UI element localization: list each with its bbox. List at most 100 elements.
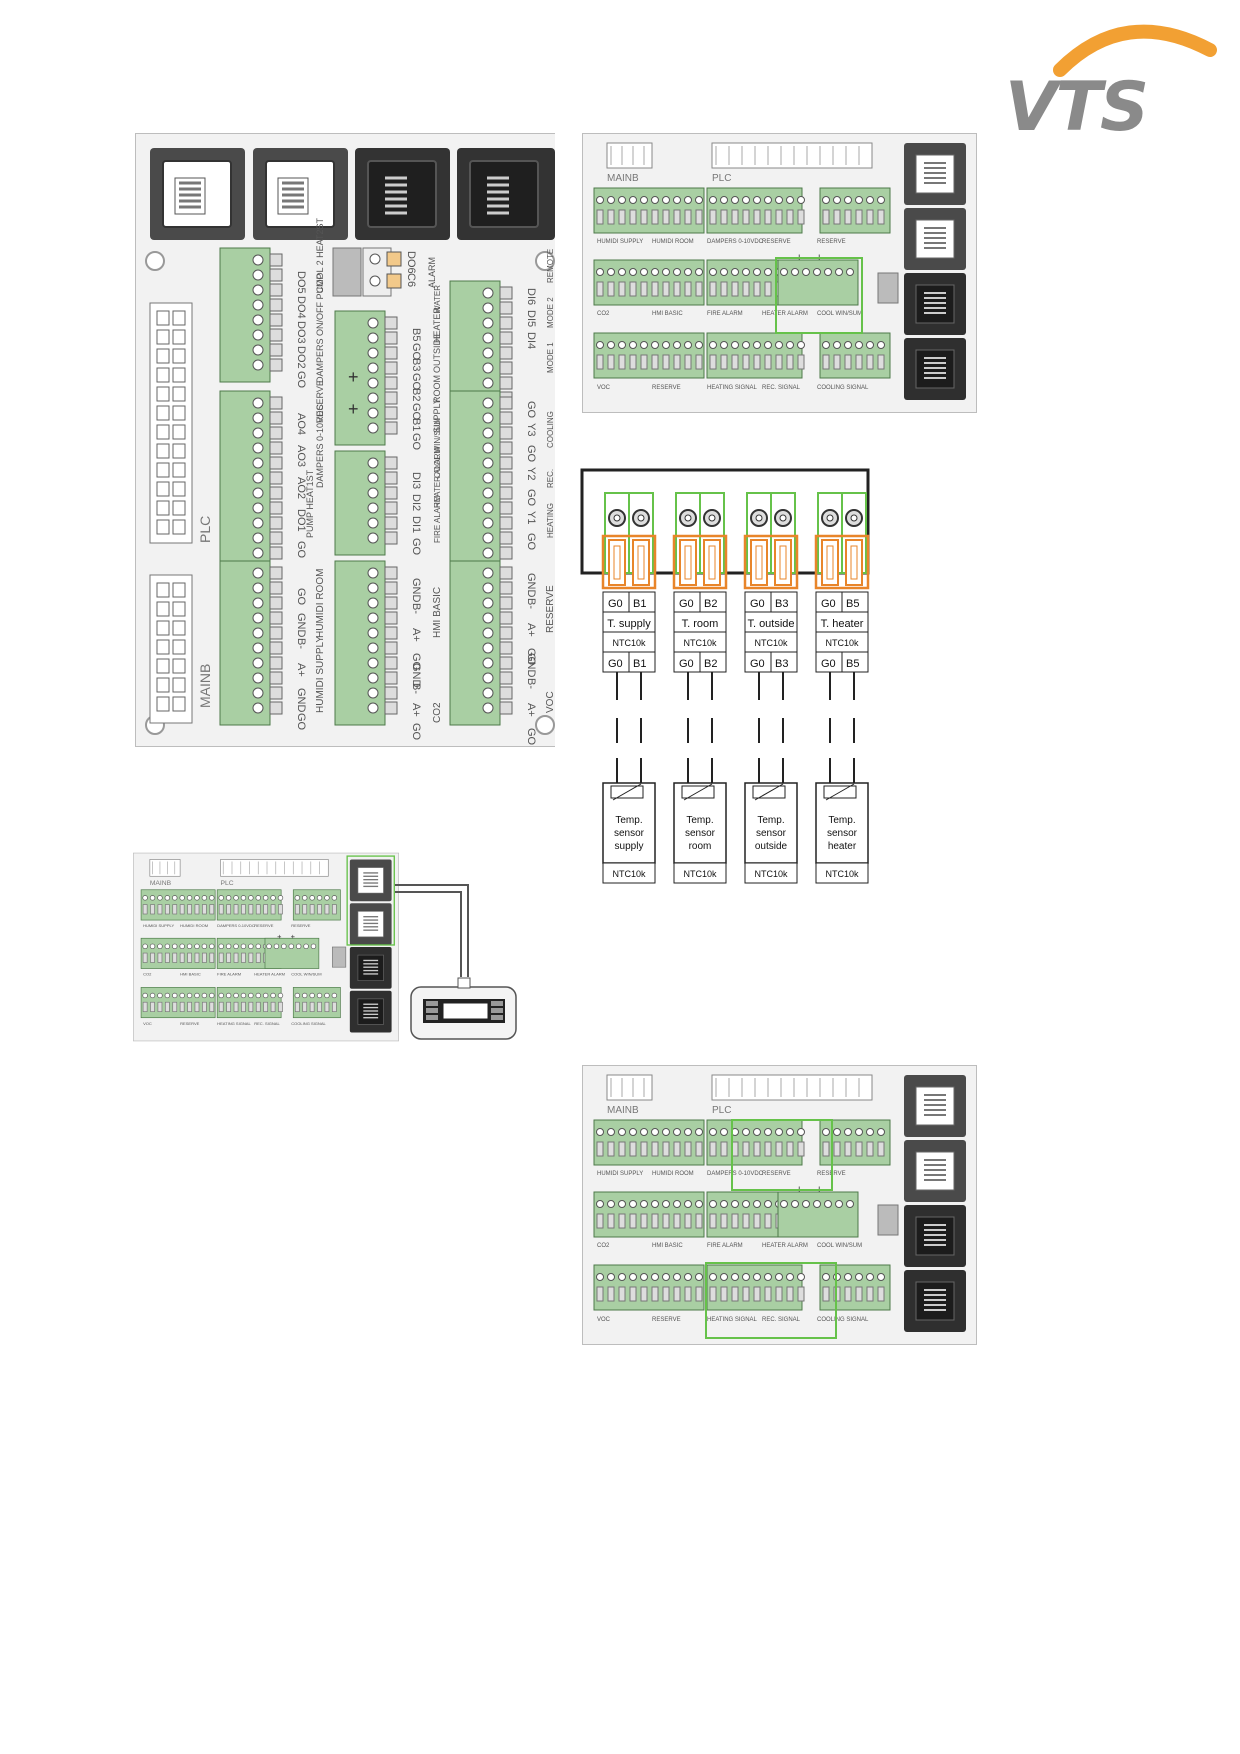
pin-label: B- (410, 683, 422, 694)
mini-screw (844, 341, 852, 349)
mini-slot (786, 1286, 794, 1302)
connector-pin (172, 696, 186, 712)
orange-slot (632, 539, 650, 586)
orange-slot (821, 539, 839, 586)
mini-slot (764, 1286, 772, 1302)
terminal-screw (252, 299, 264, 311)
orange-slot (750, 539, 768, 586)
mini-screw (731, 341, 739, 349)
terminal-block-do (219, 247, 283, 383)
pin-label: A+ (525, 703, 537, 717)
hmi-screen (442, 1002, 489, 1020)
hmi-button (426, 1015, 438, 1020)
mini-screw (218, 895, 224, 901)
terminal-slot (384, 701, 398, 715)
terminal-slot (384, 516, 398, 530)
mini-screw (629, 1273, 637, 1281)
terminal-screw (252, 269, 264, 281)
terminal-screw (482, 517, 494, 529)
pin-label: DO2 (295, 346, 307, 369)
mini-slot (673, 1141, 681, 1157)
pin-label: Y3 (525, 423, 537, 436)
pin-label: Y1 (525, 511, 537, 524)
label-text: PLC (712, 1105, 731, 1116)
pin-label: GO (410, 653, 422, 671)
terminal-slot (384, 456, 398, 470)
label-text: COOLING SIGNAL (291, 1021, 326, 1026)
terminal-screw (367, 532, 379, 544)
orange-slot (703, 539, 721, 586)
mini-slot (607, 1286, 615, 1302)
pin-label: GO (525, 445, 537, 463)
alarm-relay-terminal (332, 247, 402, 297)
mini-slot (294, 904, 300, 915)
mini-slot (651, 354, 659, 370)
connector-pin (156, 500, 170, 516)
screw-icon (613, 514, 621, 522)
label-text: B2 (704, 598, 717, 610)
mini-slot (866, 1141, 874, 1157)
label-text: HEATER ALARM (762, 311, 808, 317)
mini-screw (775, 1273, 783, 1281)
mini-screw (662, 268, 670, 276)
screw-icon (708, 514, 716, 522)
mini-screw (240, 895, 247, 901)
mini-screw (186, 992, 193, 999)
mini-slot (607, 354, 615, 370)
pin-label: GO (525, 401, 537, 419)
mini-screw (194, 992, 200, 999)
mini-slot (731, 209, 739, 225)
label-text: B5 (846, 658, 859, 670)
mini-screw (673, 1200, 681, 1208)
pin-label: GND (410, 663, 422, 688)
mini-slot (720, 354, 728, 370)
mini-slot (278, 904, 283, 915)
mini-screw (673, 1273, 681, 1281)
orange-slot-frame (743, 534, 799, 590)
terminal-block-ao (219, 390, 283, 571)
mini-slot (331, 904, 337, 915)
mini-screw (240, 992, 247, 999)
orange-slot-frame (601, 534, 657, 590)
mini-slot (731, 1286, 739, 1302)
terminal-slot (499, 596, 513, 610)
terminal-slot (269, 396, 283, 410)
mini-screw (695, 268, 703, 276)
mini-slot (822, 1141, 830, 1157)
mini-screw (149, 992, 156, 999)
connector-pin (156, 386, 170, 402)
mini-screw (618, 1273, 626, 1281)
label-text: G0 (821, 658, 836, 670)
mini-screw (201, 943, 208, 950)
terminal-slot (384, 501, 398, 515)
terminal-screw (367, 627, 379, 639)
terminal-screw (367, 332, 379, 344)
mini-slot (618, 281, 626, 297)
hmi-connector (457, 977, 471, 989)
mini-screw (855, 196, 863, 204)
mini-screw (786, 1273, 794, 1281)
terminal-slot (269, 426, 283, 440)
mini-screw (846, 1200, 854, 1208)
title-remote: REMOTE (546, 249, 555, 283)
label-text: MAINB (607, 173, 639, 184)
mini-screw (629, 1200, 637, 1208)
mini-slot (324, 904, 330, 915)
mini-screw (695, 1200, 703, 1208)
mini-slot (629, 209, 637, 225)
mini-slot (742, 1286, 750, 1302)
mini-screw (833, 341, 841, 349)
mini-slot (684, 281, 692, 297)
mini-slot (294, 1001, 300, 1012)
mini-slot (877, 1141, 885, 1157)
mini-slot (844, 1286, 852, 1302)
terminal-slot (269, 441, 283, 455)
mini-slot (662, 1286, 670, 1302)
terminal-screw (367, 597, 379, 609)
title-cool-winsum: COOL WIN/SUM (433, 418, 442, 478)
mini-slot (651, 281, 659, 297)
terminal-block-body (219, 247, 271, 383)
terminal-slot (269, 358, 283, 372)
mini-screw (824, 268, 832, 276)
